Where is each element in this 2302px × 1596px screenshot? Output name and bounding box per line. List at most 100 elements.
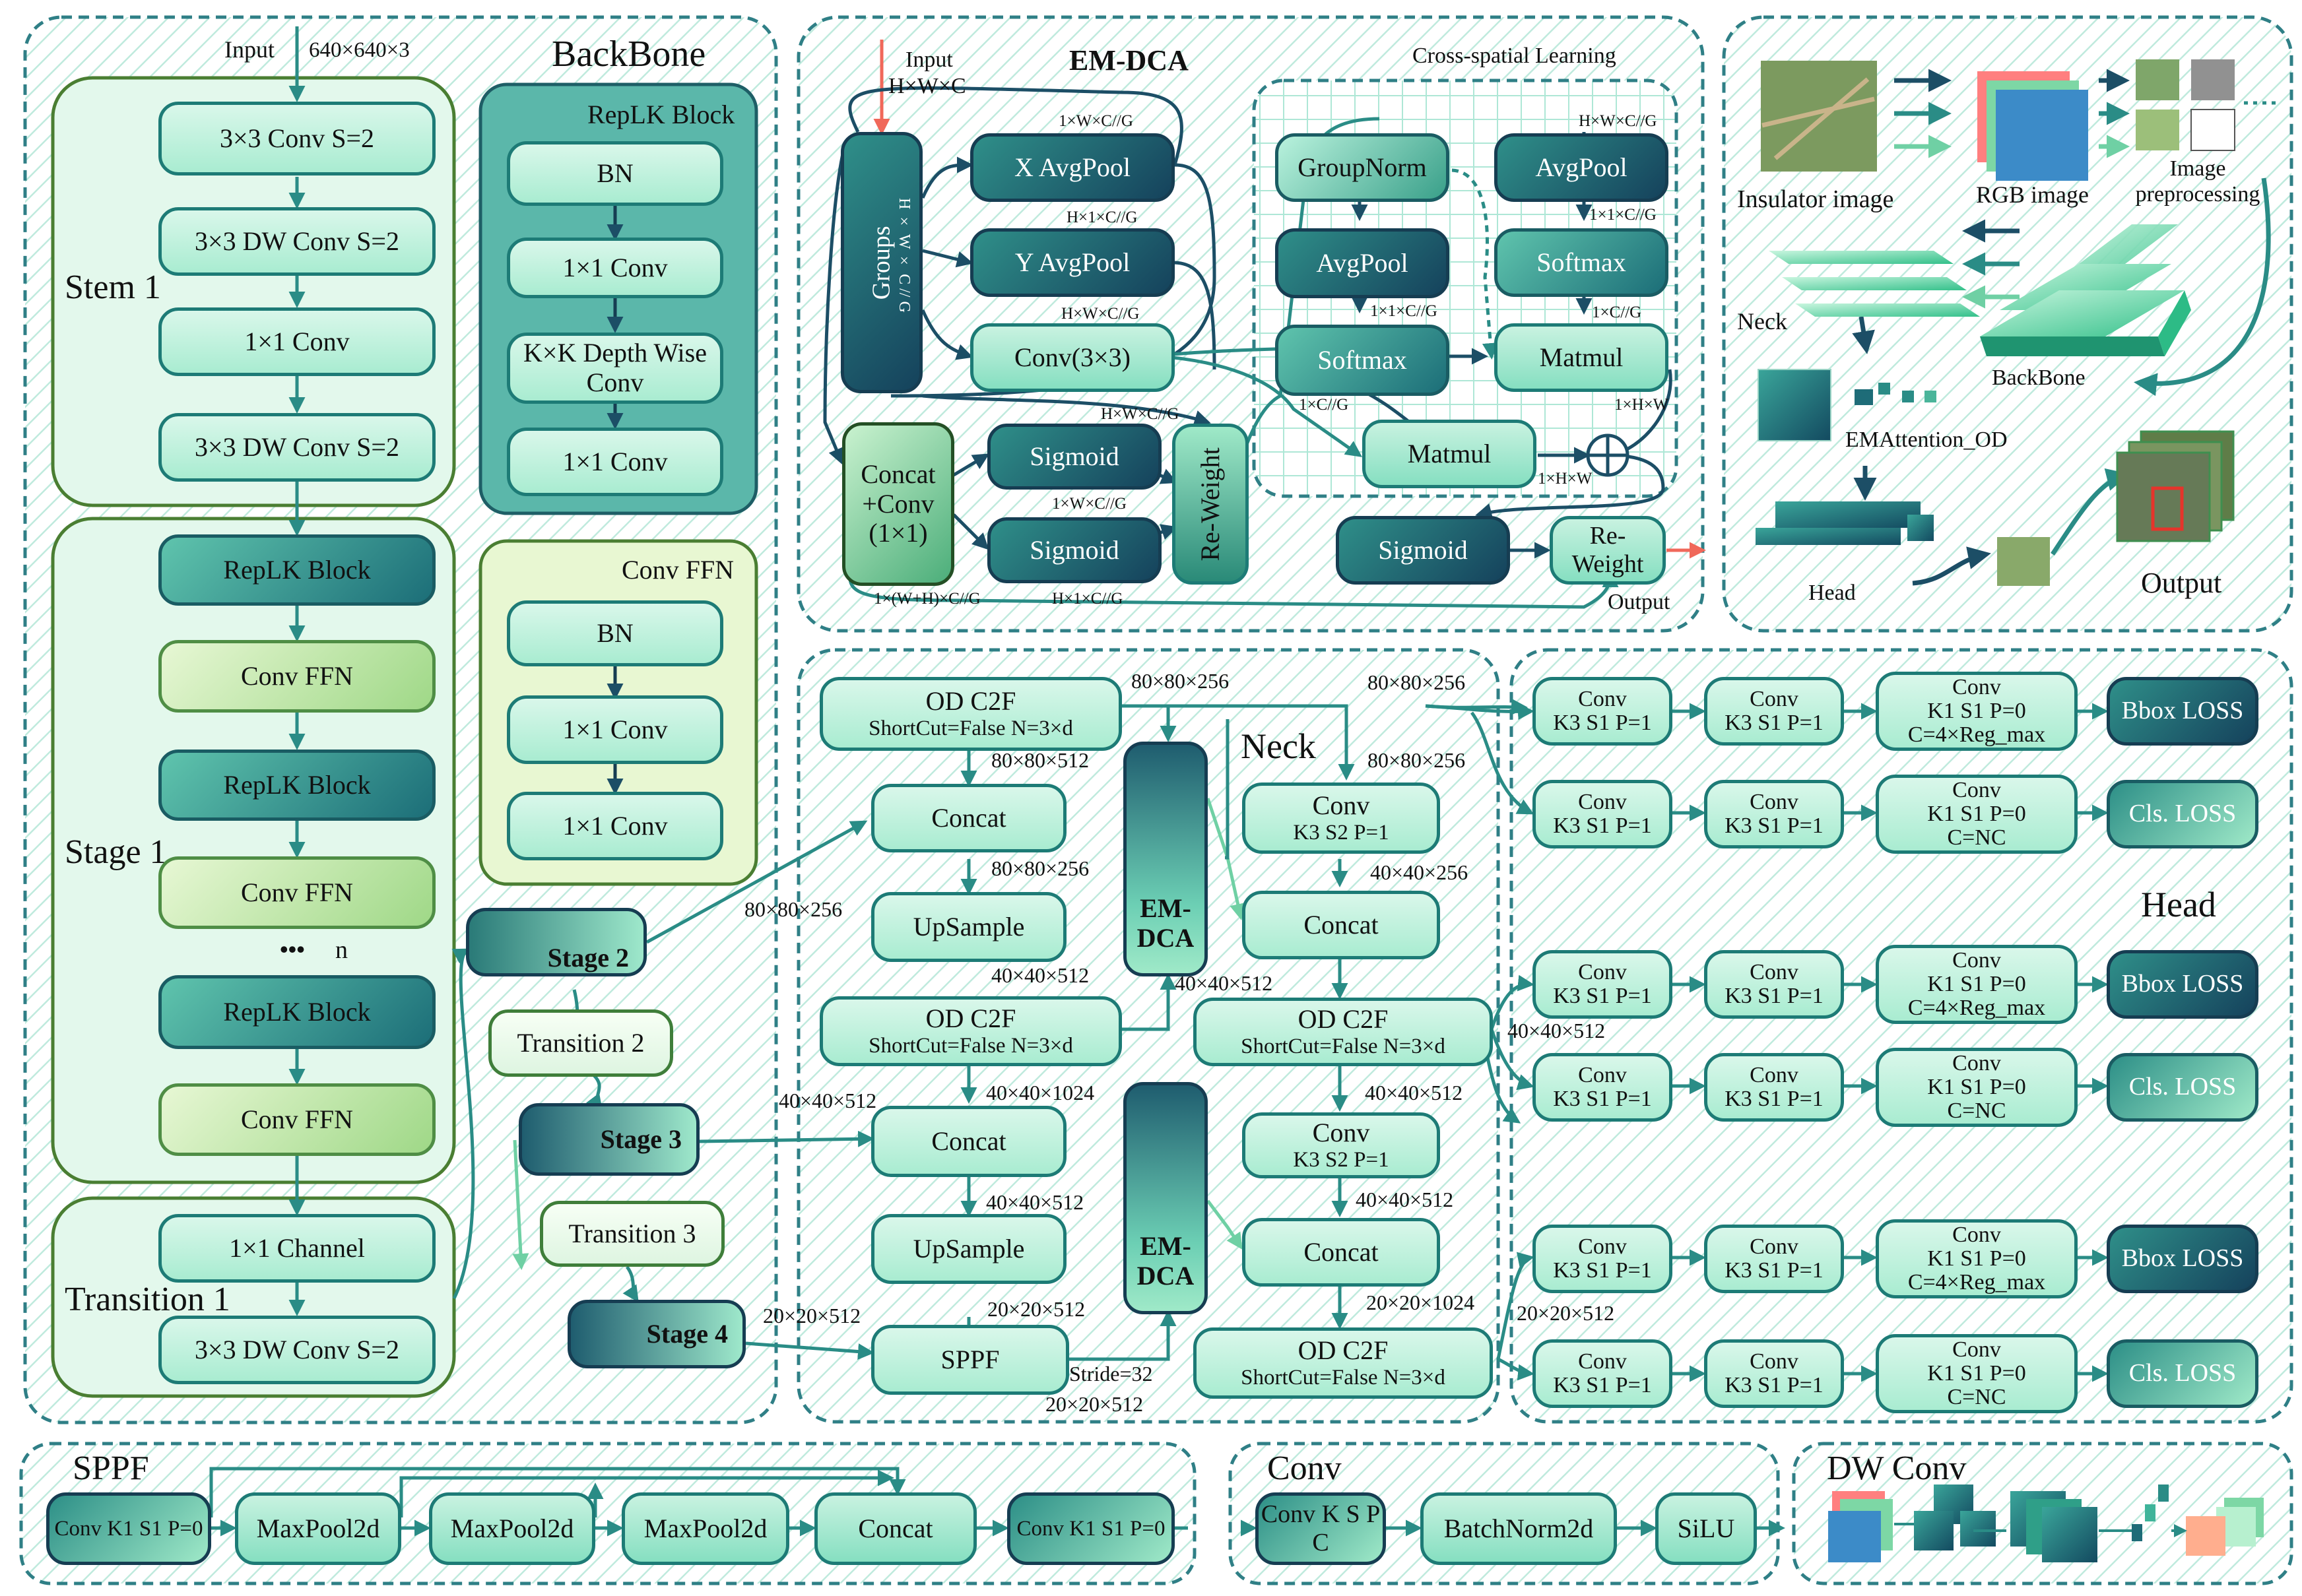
convffn-bn: BN — [507, 600, 723, 666]
head-row-4-cls-loss: Cls. LOSS — [2107, 1053, 2258, 1122]
stage1-label: Stage 1 — [65, 833, 167, 871]
head-row-2-conv-c-line-3: C=NC — [1947, 825, 2006, 850]
concat-conv-block: Concat +Conv (1×1) — [842, 422, 954, 586]
neck-conv-1-label: Conv — [1312, 790, 1370, 821]
groupnorm-block: GroupNorm — [1275, 133, 1449, 202]
dim-1hw-1: 1×H×W — [1614, 396, 1669, 414]
legend-sppf-conv-2: Conv K1 S1 P=0 — [1007, 1492, 1175, 1565]
dim-h1cg: H×1×C//G — [1067, 208, 1138, 226]
neck-dim-14: 80×80×256 — [1367, 748, 1466, 772]
head-row-5-conv-c-line-1: Conv — [1952, 1223, 2001, 1248]
neck-conv-2-sub: K3 S2 P=1 — [1293, 1147, 1389, 1172]
overview-output-label: Output — [2141, 567, 2222, 599]
neck-dim-17: 40×40×512 — [1365, 1081, 1463, 1104]
convffn-conv2: 1×1 Conv — [507, 792, 723, 860]
head-row-5-conv-b-line-1: Conv — [1750, 1234, 1798, 1260]
neck-dim-8: 40×40×512 — [986, 1190, 1084, 1214]
repeat-dots: ••• — [280, 936, 305, 963]
head-row-2-conv-c-line-1: Conv — [1952, 778, 2001, 803]
neck-concat-2: Concat — [871, 1106, 1067, 1177]
head-row-3-conv-b-line-1: Conv — [1750, 960, 1798, 985]
legend-sppf-conv-1: Conv K1 S1 P=0 — [46, 1492, 211, 1565]
head-row-5-bbox-loss-line-1: Bbox LOSS — [2121, 1244, 2244, 1273]
preprocess-label: Image preprocessing — [2135, 156, 2260, 207]
dim-hwcg-2: H×W×C//G — [1101, 405, 1179, 423]
neck-dim-2: 80×80×512 — [991, 748, 1090, 772]
dim-11cg-2: 1×1×C//G — [1370, 302, 1437, 320]
head-row-2-cls-loss: Cls. LOSS — [2107, 780, 2258, 848]
head-row-5-bbox-loss: Bbox LOSS — [2107, 1225, 2258, 1293]
head-row-3-conv-c-line-1: Conv — [1952, 948, 2001, 973]
input-size: 640×640×3 — [309, 38, 410, 62]
head-row-2-conv-b-line-1: Conv — [1750, 790, 1798, 815]
stage1-convffn-2: Conv FFN — [158, 856, 436, 929]
groups-block: Groups — [841, 132, 923, 393]
dim-hwcg-1: H×W×C//G — [1061, 305, 1140, 323]
head-row-6-cls-loss: Cls. LOSS — [2107, 1339, 2258, 1408]
stage1-convffn-3: Conv FFN — [158, 1083, 436, 1156]
neck-odc2f-mid-label: OD C2F — [925, 1004, 1016, 1034]
head-dim-1: 40×40×512 — [1507, 1019, 1606, 1042]
overview-graphic — [1756, 59, 2277, 586]
transition1-block-1: 1×1 Channel — [158, 1214, 436, 1283]
reweight-block: Re-Weight — [1172, 424, 1249, 585]
matmul-right: Matmul — [1494, 323, 1668, 392]
matmul-bottom: Matmul — [1362, 420, 1536, 488]
groups-dim: H × W × C // G — [896, 198, 913, 313]
replk-bn: BN — [507, 141, 723, 206]
legend-sppf-concat: Concat — [814, 1492, 977, 1565]
dim-hwcg-3: H×W×C//G — [1579, 112, 1657, 130]
dim-1wcg-2: 1×W×C//G — [1052, 495, 1127, 513]
head-row-5-conv-a-line-1: Conv — [1578, 1234, 1627, 1260]
dim-1wcg: 1×W×C//G — [1059, 112, 1133, 130]
stage1-replk-1: RepLK Block — [158, 534, 436, 606]
stem-block-1: 3×3 Conv S=2 — [158, 102, 436, 176]
neck-dim-6: 40×40×1024 — [986, 1081, 1095, 1104]
stem-label: Stem 1 — [65, 269, 161, 306]
head-row-1-bbox-loss-line-1: Bbox LOSS — [2121, 697, 2244, 725]
neck-dim-10: 20×20×512 — [987, 1297, 1086, 1321]
overview-head-label: Head — [1808, 581, 1856, 605]
emdca-arrows — [823, 40, 1706, 609]
neck-dim-1: 80×80×256 — [1131, 669, 1230, 693]
head-row-4-conv-b-line-1: Conv — [1750, 1063, 1798, 1088]
neck-dim-9: 20×20×512 — [763, 1304, 861, 1327]
legend-dwconv-title: DW Conv — [1827, 1450, 1967, 1487]
neck-dim-11: Stride=32 — [1069, 1362, 1153, 1386]
backbone-arrows — [288, 26, 874, 1360]
x-avgpool: X AvgPool — [970, 133, 1175, 202]
head-row-5-conv-c-line-3: C=4×Reg_max — [1907, 1269, 2046, 1294]
reweight2-block: Re- Weight — [1550, 516, 1666, 585]
sigmoid-1: Sigmoid — [987, 424, 1162, 490]
head-row-6-conv-c-line-1: Conv — [1952, 1337, 2001, 1362]
transition2-block: Transition 2 — [488, 1009, 673, 1077]
neck-dim-7: 40×40×512 — [779, 1089, 877, 1112]
sigmoid-3: Sigmoid — [1336, 516, 1510, 585]
cross-spatial-title: Cross-spatial Learning — [1412, 44, 1616, 68]
emattention-label: EMAttention_OD — [1845, 428, 2008, 452]
head-row-2-conv-a-line-1: Conv — [1578, 790, 1627, 815]
stem-block-4: 3×3 DW Conv S=2 — [158, 413, 436, 482]
dw-conv-graphic — [1828, 1484, 2264, 1562]
dim-h1cg-2: H×1×C//G — [1052, 590, 1123, 608]
neck-conv-k3s2-1: Conv K3 S2 P=1 — [1242, 782, 1440, 854]
neck-dim-4: 80×80×256 — [744, 897, 843, 921]
head-row-5-conv-a-line-2: K3 S1 P=1 — [1553, 1258, 1652, 1283]
head-row-4-cls-loss-line-1: Cls. LOSS — [2128, 1073, 2237, 1101]
backbone-title: BackBone — [552, 34, 706, 75]
neck-dim-12: 20×20×512 — [1045, 1392, 1144, 1416]
replk-conv1: 1×1 Conv — [507, 238, 723, 298]
head-title: Head — [2141, 885, 2216, 924]
neck-odc2f-right-2: OD C2F ShortCut=False N=3×d — [1193, 1327, 1493, 1399]
head-row-2-conv-c-line-2: K1 S1 P=0 — [1927, 802, 2026, 827]
dim-11cg-1: 1×1×C//G — [1589, 206, 1657, 224]
stem-block-2: 3×3 DW Conv S=2 — [158, 207, 436, 276]
head-row-3-bbox-loss: Bbox LOSS — [2107, 950, 2258, 1019]
legend-maxpool-2: MaxPool2d — [429, 1492, 595, 1565]
